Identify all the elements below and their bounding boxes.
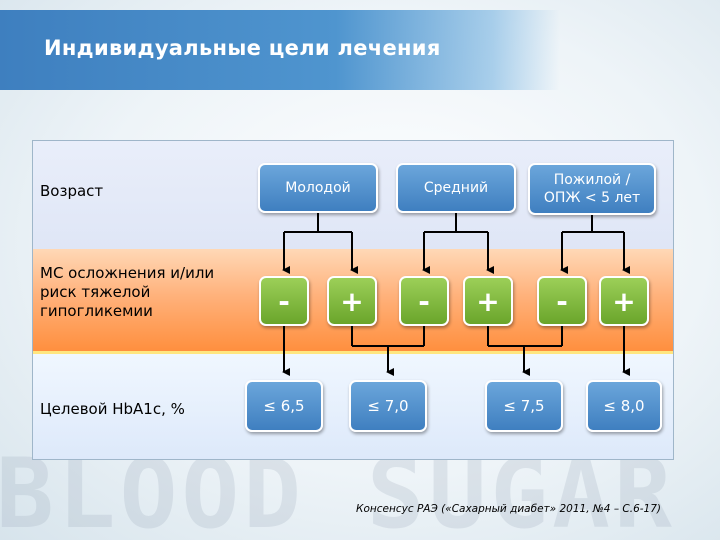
sign-node-young-minus: - <box>259 276 309 326</box>
age-node-middle: Средний <box>396 163 516 213</box>
background-watermark: BLOOD SUGAR LEVEL <box>0 448 720 540</box>
target-node-8-0: ≤ 8,0 <box>586 380 662 432</box>
watermark-text: BLOOD SUGAR LEVEL <box>0 448 720 540</box>
age-node-elderly: Пожилой / ОПЖ < 5 лет <box>528 163 656 215</box>
row-label-age: Возраст <box>40 182 104 200</box>
sign-node-middle-minus: - <box>399 276 449 326</box>
sign-node-elderly-minus: - <box>537 276 587 326</box>
sign-node-middle-plus: + <box>463 276 513 326</box>
sign-node-young-plus: + <box>327 276 377 326</box>
slide-title: Индивидуальные цели лечения <box>44 36 441 60</box>
sign-node-elderly-plus: + <box>599 276 649 326</box>
row-label-target: Целевой HbA1c, % <box>40 400 185 418</box>
target-node-6-5: ≤ 6,5 <box>245 380 323 432</box>
citation-text: Консенсус РАЭ («Сахарный диабет» 2011, №… <box>356 503 662 515</box>
target-node-7-5: ≤ 7,5 <box>485 380 563 432</box>
age-node-young: Молодой <box>258 163 378 213</box>
row-label-risk: МС осложнения и/или риск тяжелой гипогли… <box>40 264 215 320</box>
title-bar <box>0 10 560 90</box>
target-node-7-0: ≤ 7,0 <box>349 380 427 432</box>
